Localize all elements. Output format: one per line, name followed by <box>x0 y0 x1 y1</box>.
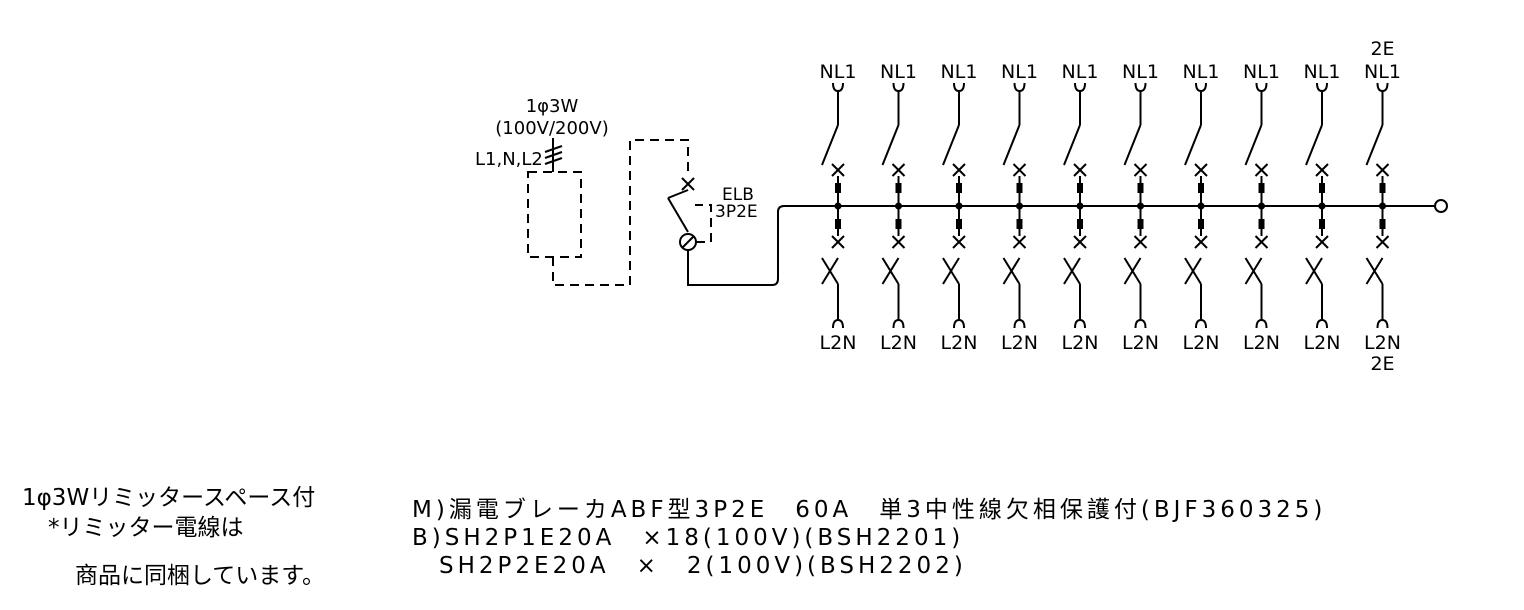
branch-breaker <box>1365 82 1390 329</box>
branch-breaker <box>1123 82 1148 329</box>
elb-poles-label: 3P2E <box>715 202 758 222</box>
supply-phase-label: 1φ3W <box>526 96 579 117</box>
branch-bottom-labels: L2N L2N L2N L2N L2N L2N L2N L2N L2N L2N <box>820 332 1401 354</box>
spec-branch-2: SH2P2E20A × 2(100V)(BSH2202) <box>412 553 967 579</box>
branch-breaker <box>1184 82 1208 329</box>
branch-bottom-label: L2N <box>1304 332 1341 354</box>
branch-bottom-label: L2N <box>1364 332 1401 354</box>
branch-top-label: NL1 <box>941 61 978 83</box>
note-limiter-space: 1φ3Wリミッタースペース付 <box>22 485 315 511</box>
branch-bottom-extra-label: 2E <box>1370 353 1394 375</box>
branch-bottom-label: L2N <box>1001 332 1038 354</box>
branch-breaker <box>1063 82 1087 329</box>
branch-bottom-label: L2N <box>1122 332 1159 354</box>
limiter-wire <box>552 139 689 286</box>
branch-top-label: NL1 <box>1364 61 1401 83</box>
branch-top-label: NL1 <box>1122 61 1159 83</box>
branch-breaker <box>1002 82 1027 329</box>
limiter-space-box <box>527 171 582 258</box>
branch-top-extra-label: 2E <box>1370 38 1394 60</box>
branch-top-label: NL1 <box>880 61 917 83</box>
spec-main-breaker: M)漏電ブレーカABF型3P2E 60A 単3中性線欠相保護付(BJF36032… <box>412 497 1326 523</box>
branch-bottom-label: L2N <box>941 332 978 354</box>
note-limiter-wire: *リミッター電線は <box>48 515 244 541</box>
elb-label: ELB <box>722 185 754 205</box>
bus-terminal <box>1434 199 1448 213</box>
spec-branch-1: B)SH2P1E20A ×18(100V)(BSH2201) <box>412 525 964 551</box>
branch-top-label: NL1 <box>820 61 857 83</box>
branch-top-label: NL1 <box>1183 61 1220 83</box>
elb-main-breaker <box>667 177 785 286</box>
branch-bottom-label: L2N <box>820 332 857 354</box>
branch-breaker <box>821 82 845 329</box>
branch-top-label: NL1 <box>1001 61 1038 83</box>
branch-breaker <box>1244 82 1269 329</box>
branch-top-label: NL1 <box>1304 61 1341 83</box>
branch-breaker <box>942 82 966 329</box>
note-included: 商品に同梱しています。 <box>75 563 325 589</box>
branch-bottom-label: L2N <box>880 332 917 354</box>
branch-top-label: NL1 <box>1062 61 1099 83</box>
branch-breaker <box>881 82 906 329</box>
branch-breaker <box>1305 82 1329 329</box>
branch-bottom-label: L2N <box>1243 332 1280 354</box>
branch-top-labels: NL1 NL1 NL1 NL1 NL1 NL1 NL1 NL1 NL1 NL1 <box>820 61 1401 83</box>
branch-circuits <box>821 82 1390 329</box>
branch-bottom-label: L2N <box>1183 332 1220 354</box>
supply-lines-label: L1,N,L2 <box>475 149 543 170</box>
supply-voltage-label: (100V/200V) <box>495 118 608 139</box>
three-wire-tick-icon <box>544 138 563 172</box>
branch-top-label: NL1 <box>1243 61 1280 83</box>
branch-bottom-label: L2N <box>1062 332 1099 354</box>
